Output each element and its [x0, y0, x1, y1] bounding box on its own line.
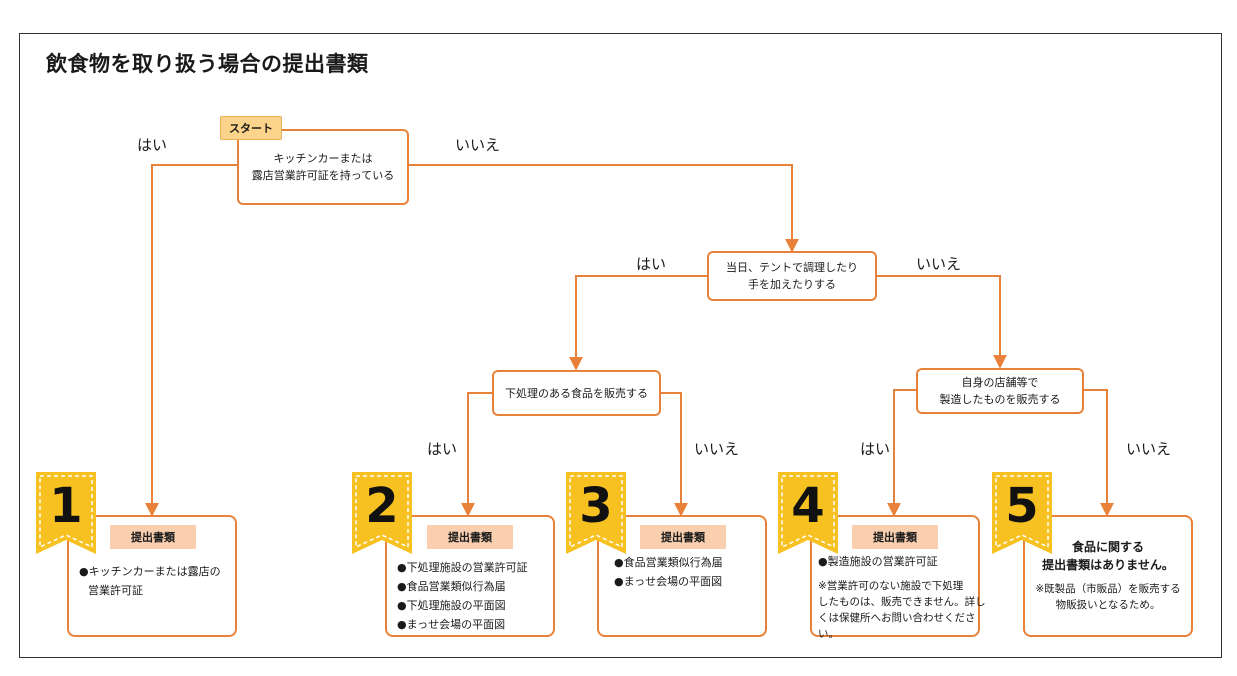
result-2-item: ●まっせ会場の平面図 — [397, 618, 506, 631]
page-title: 飲食物を取り扱う場合の提出書類 — [46, 52, 369, 76]
q2-line1: 当日、テントで調理したり — [726, 261, 858, 274]
connector-q1-yes — [145, 164, 238, 517]
result-5-note-line1: ※既製品（市販品）を販売する — [1035, 583, 1181, 595]
question-q1: キッチンカーまたは 露店営業許可証を持っている — [237, 129, 409, 205]
result-4-tag: 提出書類 — [852, 525, 938, 549]
result-4-note: したものは、販売できません。詳し — [818, 596, 986, 608]
connector-q2-no — [876, 275, 1007, 369]
result-5-note-line2: 物販扱いとなるため。 — [1055, 599, 1161, 611]
result-3-item: ●食品営業類似行為届 — [614, 556, 723, 569]
result-1-tag: 提出書類 — [110, 525, 196, 549]
connector-q1-no — [408, 164, 799, 253]
q2-no-label: いいえ — [916, 255, 962, 273]
q3-no-label: いいえ — [694, 440, 740, 458]
result-2-list: ●下処理施設の営業許可証 ●食品営業類似行為届 ●下処理施設の平面図 ●まっせ会… — [397, 558, 528, 634]
q1-yes-label: はい — [137, 136, 168, 154]
result-4-number: 4 — [791, 478, 825, 534]
result-3-badge: 3 — [566, 472, 626, 554]
result-4-badge: 4 — [778, 472, 838, 554]
q4-no-label: いいえ — [1126, 440, 1172, 458]
result-5-note: ※既製品（市販品）を販売する 物販扱いとなるため。 — [1023, 581, 1193, 613]
result-5-heading-line2: 提出書類はありません。 — [1042, 558, 1174, 572]
q4-line2: 製造したものを販売する — [939, 393, 1061, 406]
q2-yes-label: はい — [636, 255, 667, 273]
result-2-item: ●食品営業類似行為届 — [397, 580, 506, 593]
q3-line1: 下処理のある食品を販売する — [505, 386, 648, 400]
question-q2: 当日、テントで調理したり 手を加えたりする — [707, 251, 877, 301]
result-2-item: ●下処理施設の営業許可証 — [397, 561, 528, 574]
result-4-note: い。 — [818, 628, 839, 640]
connector-q4-no — [1083, 389, 1114, 517]
q3-yes-label: はい — [427, 440, 458, 458]
q4-yes-label: はい — [860, 440, 891, 458]
result-4-note: くは保健所へお問い合わせくださ — [818, 612, 976, 624]
q1-line1: キッチンカーまたは — [273, 152, 373, 165]
result-3-number: 3 — [579, 478, 613, 534]
result-4-item: ●製造施設の営業許可証 — [818, 555, 938, 568]
result-1-list: ●キッチンカーまたは露店の 営業許可証 — [79, 562, 221, 600]
result-2-item: ●下処理施設の平面図 — [397, 599, 506, 612]
result-3-item: ●まっせ会場の平面図 — [614, 575, 723, 588]
result-2-number: 2 — [365, 478, 399, 534]
result-1-number: 1 — [49, 478, 83, 534]
q4-line1: 自身の店舗等で — [961, 376, 1039, 389]
start-label: スタート — [220, 116, 282, 140]
q1-no-label: いいえ — [455, 136, 501, 154]
result-5-heading-line1: 食品に関する — [1071, 540, 1144, 554]
result-1-item: ●キッチンカーまたは露店の — [79, 565, 221, 578]
result-3-list: ●食品営業類似行為届 ●まっせ会場の平面図 — [614, 553, 723, 591]
connector-q3-yes — [461, 392, 493, 517]
q1-line2: 露店営業許可証を持っている — [251, 169, 395, 182]
result-4-list: ●製造施設の営業許可証 ※営業許可のない施設で下処理 したものは、販売できません… — [818, 554, 986, 642]
result-4-note: ※営業許可のない施設で下処理 — [818, 580, 964, 592]
q2-line2: 手を加えたりする — [748, 278, 836, 291]
question-q4: 自身の店舗等で 製造したものを販売する — [916, 368, 1084, 414]
connector-q3-no — [660, 392, 688, 517]
connector-q4-yes — [887, 389, 917, 517]
result-5-heading: 食品に関する 提出書類はありません。 — [1023, 538, 1193, 574]
result-3-tag: 提出書類 — [640, 525, 726, 549]
result-1-item: 営業許可証 — [88, 584, 143, 597]
result-1-badge: 1 — [36, 472, 96, 554]
result-2-tag: 提出書類 — [427, 525, 513, 549]
question-q3: 下処理のある食品を販売する — [492, 370, 661, 416]
result-5-badge: 5 — [992, 472, 1052, 554]
result-2-badge: 2 — [352, 472, 412, 554]
result-5-number: 5 — [1005, 478, 1039, 534]
connector-q2-yes — [569, 275, 708, 371]
